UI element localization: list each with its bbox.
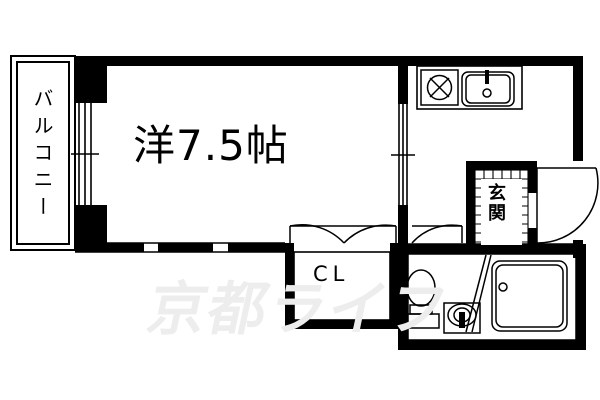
room-label-balcony: バルコニー xyxy=(30,88,54,223)
sliding-door-hall[interactable] xyxy=(391,104,415,206)
kitchen-counter xyxy=(416,65,523,110)
toilet-icon xyxy=(403,269,440,329)
room-label-closet: CL xyxy=(313,262,350,286)
washbasin-icon xyxy=(443,302,481,334)
kitchen-sink-icon xyxy=(461,70,515,107)
bathroom-outline xyxy=(407,253,577,341)
room-label-entrance: 玄関 xyxy=(485,183,506,223)
stove-burner-icon xyxy=(420,69,459,106)
swing-door-entrance[interactable] xyxy=(536,167,599,244)
swing-door-closet-right[interactable] xyxy=(343,224,397,244)
bathroom-divider xyxy=(465,254,492,333)
swing-door-bathroom[interactable] xyxy=(411,224,463,244)
room-label-main-room: 洋7.5帖 xyxy=(133,121,289,170)
sliding-door-balcony[interactable] xyxy=(71,103,99,206)
entrance-label-backing xyxy=(481,179,522,245)
walls xyxy=(75,56,586,350)
balcony-outline xyxy=(10,55,76,251)
interior-thin-lines xyxy=(75,242,576,321)
bathtub-icon xyxy=(491,260,568,332)
swing-door-closet-left[interactable] xyxy=(289,224,345,244)
